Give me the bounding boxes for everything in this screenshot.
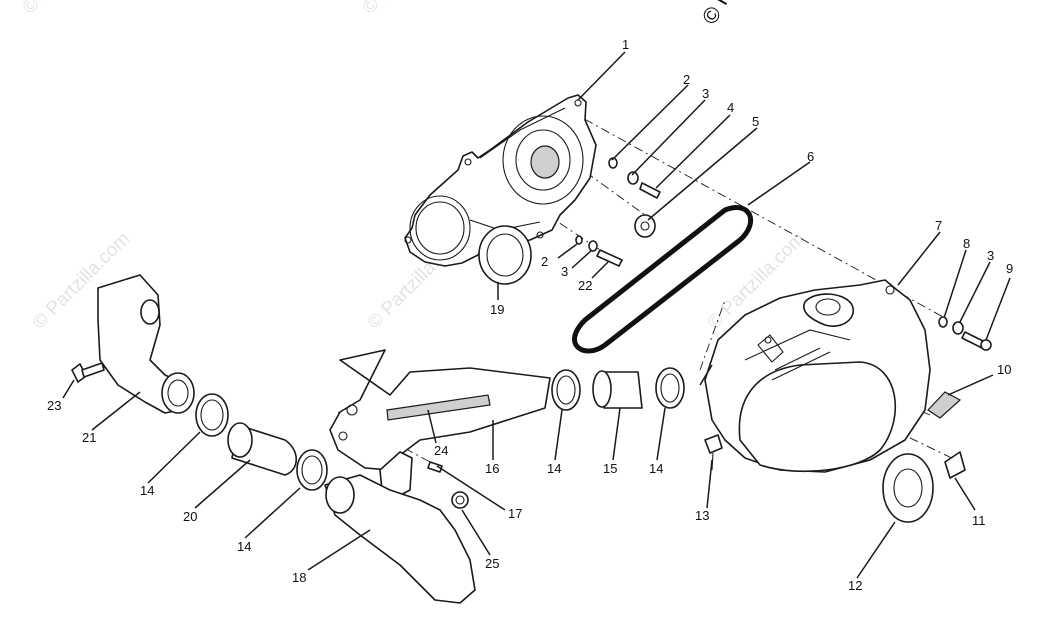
decal (927, 391, 962, 419)
callout-7: 7 (935, 218, 942, 233)
intake-duct (329, 349, 551, 499)
coupler (592, 370, 643, 409)
copyright-mark: © P (697, 0, 737, 28)
callout-24: 24 (434, 443, 448, 458)
callout-8: 8 (963, 236, 970, 251)
callout-14: 14 (649, 461, 663, 476)
callout-9: 9 (1006, 261, 1013, 276)
callout-18: 18 (292, 570, 306, 585)
outer-fasteners (938, 316, 992, 351)
seal (478, 225, 532, 285)
callout-25: 25 (485, 556, 499, 571)
callout-11: 11 (972, 513, 986, 528)
callout-10: 10 (997, 362, 1011, 377)
gasket (882, 453, 934, 523)
callout-17: 17 (508, 506, 522, 521)
callout-2: 2 (541, 254, 548, 269)
callout-23: 23 (47, 398, 61, 413)
screw (427, 461, 443, 473)
callout-13: 13 (695, 508, 709, 523)
callout-12: 12 (848, 578, 862, 593)
callout-1: 1 (622, 37, 629, 52)
drive-belt (572, 205, 754, 354)
callout-6: 6 (807, 149, 814, 164)
hose-clamps (195, 367, 685, 491)
intake-elbow (97, 274, 195, 414)
callout-4: 4 (727, 100, 734, 115)
callout-22: 22 (578, 278, 592, 293)
callout-3: 3 (561, 264, 568, 279)
grommet (451, 491, 469, 509)
outer-cover (704, 279, 931, 473)
leader-lines (62, 51, 1011, 579)
callout-15: 15 (603, 461, 617, 476)
bolt (71, 362, 105, 383)
callout-19: 19 (490, 302, 504, 317)
callout-2: 2 (683, 72, 690, 87)
callout-16: 16 (485, 461, 499, 476)
callout-14: 14 (140, 483, 154, 498)
cover-fasteners (575, 157, 661, 267)
intake-hose (227, 422, 298, 476)
callout-5: 5 (752, 114, 759, 129)
callout-3: 3 (702, 86, 709, 101)
watermark: © Partzilla.com (19, 0, 124, 19)
callout-3: 3 (987, 248, 994, 263)
callouts: 1 2 3 4 5 6 7 8 3 9 10 11 12 13 14 14 14… (47, 37, 1013, 593)
stud (704, 434, 723, 471)
callout-14: 14 (547, 461, 561, 476)
warning-label (944, 451, 966, 479)
callout-20: 20 (183, 509, 197, 524)
inner-cover (404, 94, 597, 267)
lower-duct (324, 474, 476, 604)
watermark: © Partzilla.com (359, 0, 464, 19)
callout-21: 21 (82, 430, 96, 445)
callout-14: 14 (237, 539, 251, 554)
